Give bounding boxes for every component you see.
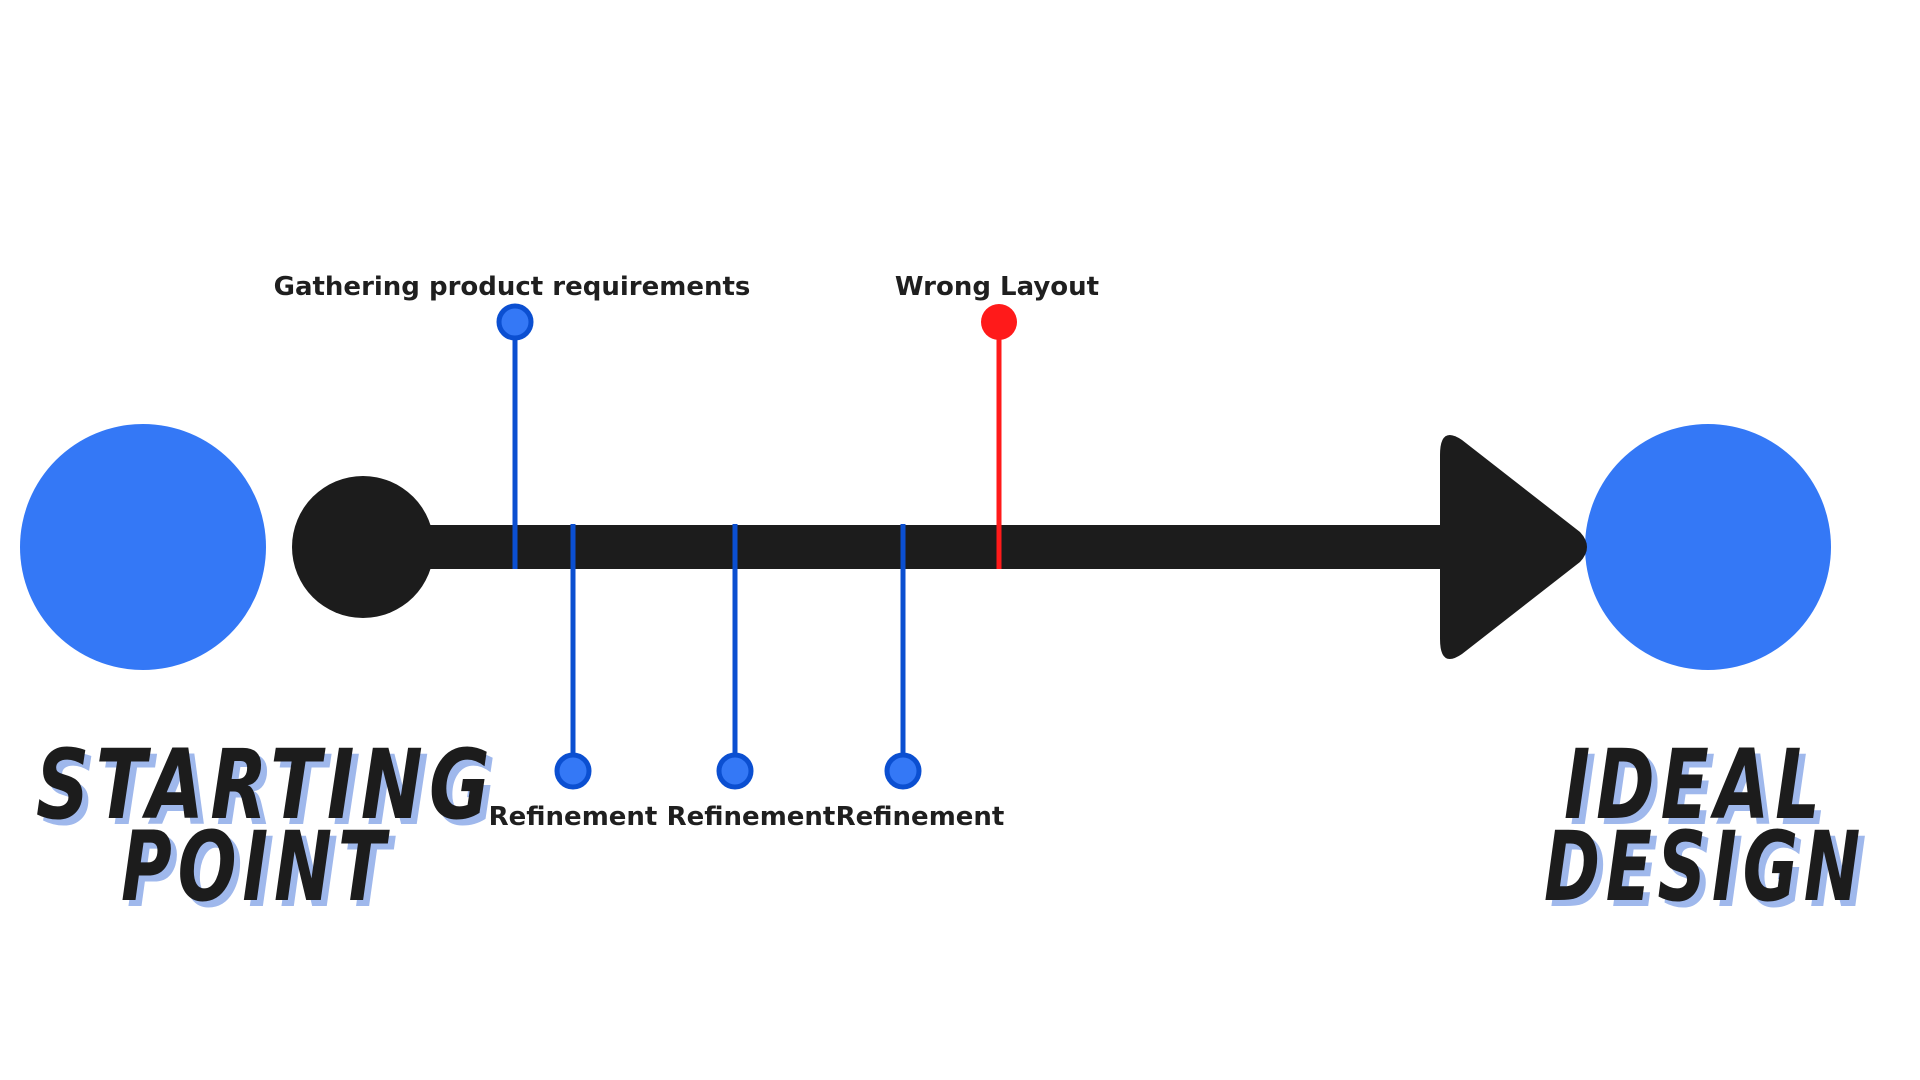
marker-refinement-1 bbox=[554, 524, 592, 790]
marker-gathering-dot bbox=[496, 303, 534, 341]
marker-gathering bbox=[496, 303, 534, 569]
marker-wrong-layout bbox=[981, 304, 1017, 569]
starting-title-shadow-line1: STARTING bbox=[42, 735, 502, 847]
marker-refinement-3 bbox=[884, 524, 922, 790]
arrow-head bbox=[1440, 435, 1587, 659]
ideal-design-title: IDEAL DESIGN IDEAL DESIGN bbox=[1544, 729, 1872, 929]
timeline-arrow bbox=[292, 435, 1587, 659]
label-wrong-layout: Wrong Layout bbox=[895, 272, 1099, 302]
starting-title-line2: POINT bbox=[121, 811, 391, 923]
arrow-shaft bbox=[363, 525, 1453, 569]
label-refinement-1: Refinement bbox=[489, 802, 658, 832]
ideal-title-line2: DESIGN bbox=[1544, 811, 1866, 923]
marker-refinement-2-dot bbox=[716, 752, 754, 790]
starting-title-line1: STARTING bbox=[36, 729, 496, 841]
label-refinement-3: Refinement bbox=[836, 802, 1005, 832]
marker-refinement-2 bbox=[716, 524, 754, 790]
starting-point-title: STARTING POINT STARTING POINT bbox=[36, 729, 502, 929]
starting-point-circle bbox=[20, 424, 266, 670]
ideal-design-circle bbox=[1585, 424, 1831, 670]
ideal-title-shadow-line2: DESIGN bbox=[1550, 817, 1872, 929]
ideal-title-shadow-line1: IDEAL bbox=[1570, 735, 1832, 847]
starting-title-shadow-line2: POINT bbox=[127, 817, 397, 929]
marker-refinement-1-dot bbox=[554, 752, 592, 790]
ideal-title-line1: IDEAL bbox=[1564, 729, 1826, 841]
marker-wrong-layout-dot bbox=[981, 304, 1017, 340]
label-refinement-2: Refinement bbox=[667, 802, 836, 832]
marker-refinement-3-dot bbox=[884, 752, 922, 790]
label-gathering: Gathering product requirements bbox=[274, 272, 751, 302]
